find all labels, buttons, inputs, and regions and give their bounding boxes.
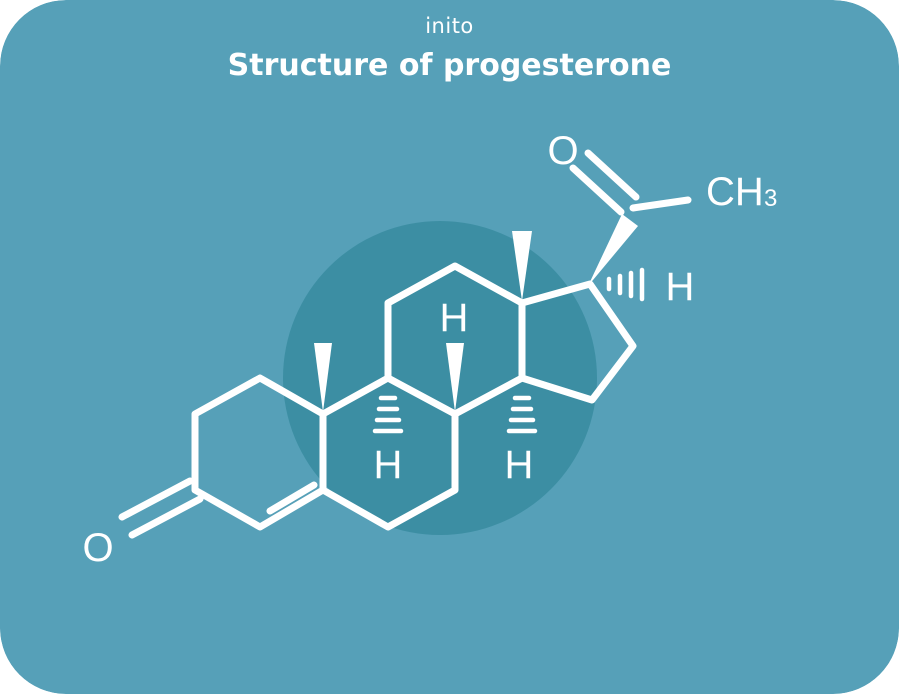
bond-lines [118, 149, 692, 539]
brand-logo: inito [425, 14, 474, 38]
highlight-circle [283, 221, 597, 535]
page-title: Structure of progesterone [227, 48, 672, 83]
hydrogen-mid-bottom-label: H [505, 443, 534, 487]
hydrogen-left-bottom-label: H [374, 443, 403, 487]
hydrogen-top-label: H [440, 296, 469, 340]
methyl-subscript: 3 [764, 185, 777, 212]
wedge-bonds [314, 214, 638, 412]
oxygen-acetyl-label: O [547, 129, 578, 173]
hydrogen-right-label: H [666, 265, 695, 309]
hashed-bonds [372, 267, 645, 434]
oxygen-ketone-label: O [82, 526, 113, 570]
methyl-carbon-label: CH [706, 170, 764, 214]
